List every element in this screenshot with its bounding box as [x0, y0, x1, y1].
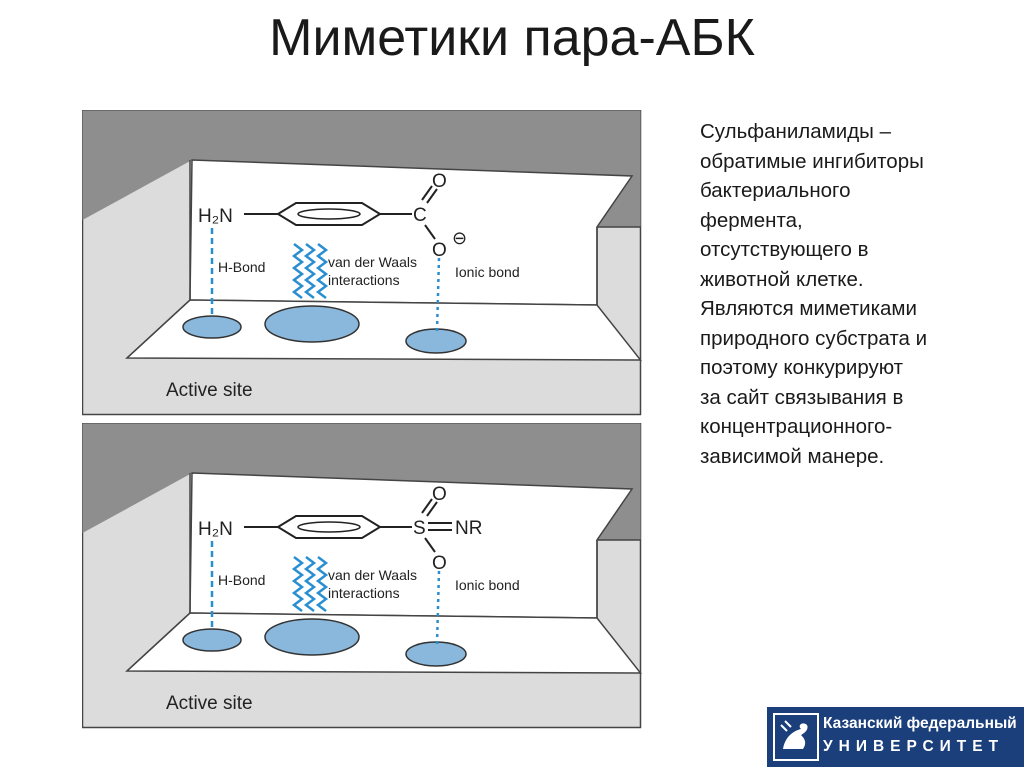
- svg-text:interactions: interactions: [328, 585, 400, 601]
- pocket-vdw: [264, 618, 360, 656]
- svg-text:S: S: [413, 518, 426, 539]
- svg-text:O: O: [432, 553, 447, 574]
- pocket-hbond: [182, 315, 242, 339]
- logo-line-2: УНИВЕРСИТЕТ: [823, 738, 1005, 755]
- benzene-ring-icon: [276, 202, 382, 226]
- logo-line-1: Казанский федеральный: [823, 715, 1017, 732]
- active-site-panel-carboxylate: H₂N C O O ⊖ H-Bond van der Waals interac…: [82, 110, 642, 416]
- amine-label: H₂N: [198, 206, 233, 227]
- svg-text:Ionic bond: Ionic bond: [455, 577, 520, 593]
- pocket-ionic: [405, 641, 467, 667]
- vdw-zigzag-icon: [291, 556, 329, 612]
- amine-label: H₂N: [198, 519, 233, 540]
- university-logo: Казанский федеральный УНИВЕРСИТЕТ: [767, 707, 1024, 767]
- svg-text:C: C: [413, 205, 427, 226]
- description-text: Сульфаниламиды – обратимые ингибиторы ба…: [700, 120, 928, 468]
- pocket-vdw: [264, 305, 360, 343]
- active-site-label: Active site: [166, 693, 253, 714]
- svg-text:van der Waals: van der Waals: [328, 567, 417, 583]
- svg-text:O: O: [432, 484, 447, 505]
- active-site-panel-sulfonamide: H₂N S O NR O H-Bond van der Waals intera…: [82, 423, 642, 729]
- svg-text:van der Waals: van der Waals: [328, 254, 417, 270]
- slide-title: Миметики пара-АБК: [269, 9, 755, 67]
- vdw-zigzag-icon: [291, 243, 329, 299]
- svg-text:NR: NR: [455, 518, 482, 539]
- pocket-hbond: [182, 628, 242, 652]
- pocket-ionic: [405, 328, 467, 354]
- svg-text:H-Bond: H-Bond: [218, 259, 265, 275]
- svg-text:H-Bond: H-Bond: [218, 572, 265, 588]
- active-site-label: Active site: [166, 380, 253, 401]
- svg-text:O: O: [432, 171, 447, 192]
- svg-text:Ionic bond: Ionic bond: [455, 264, 520, 280]
- negative-charge-icon: ⊖: [452, 228, 467, 248]
- svg-text:O: O: [432, 240, 447, 261]
- university-emblem-icon: [773, 713, 819, 761]
- svg-text:interactions: interactions: [328, 272, 400, 288]
- benzene-ring-icon: [276, 515, 382, 539]
